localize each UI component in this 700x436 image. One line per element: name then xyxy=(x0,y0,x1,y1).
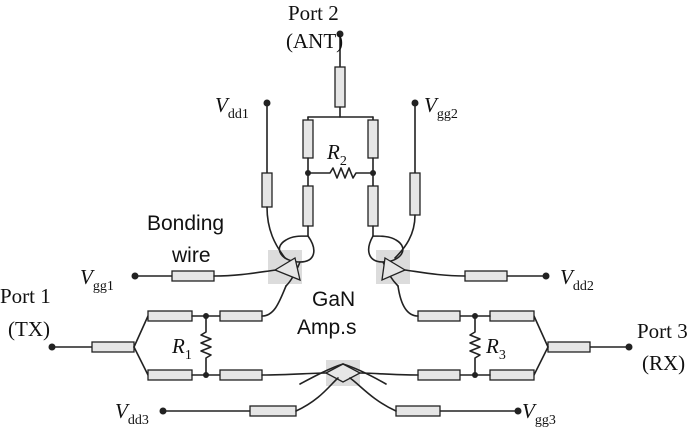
tl-top-left-lower xyxy=(302,185,314,227)
resistor-r1 xyxy=(200,315,212,376)
port3-role: (RX) xyxy=(642,351,685,375)
gan-label-line2: Amp.s xyxy=(297,316,357,339)
bottom-crossing-wires xyxy=(299,363,387,385)
gan-label-line1: GaN xyxy=(312,288,355,311)
label-vgg2: Vgg2 xyxy=(424,93,458,122)
label-r1: R1 xyxy=(171,334,192,363)
resistor-r2 xyxy=(307,167,374,179)
tl-top-right-lower xyxy=(367,185,379,227)
port1-role: (TX) xyxy=(8,317,50,341)
label-vgg1: Vgg1 xyxy=(80,265,114,294)
tl-port2-feed xyxy=(334,66,346,108)
labels: Port 2 (ANT) Port 1 (TX) Port 3 (RX) Vdd… xyxy=(0,1,688,428)
amp-left xyxy=(273,256,301,282)
label-vdd1: Vdd1 xyxy=(215,93,249,122)
vgg2-bias xyxy=(394,99,421,259)
port1-network xyxy=(48,285,327,381)
vdd3-bias xyxy=(159,377,339,417)
amp-right xyxy=(381,256,407,282)
tl-port1-feed xyxy=(91,341,135,353)
vgg1-bias xyxy=(131,269,277,282)
vdd1-bias xyxy=(261,99,286,259)
label-vdd2: Vdd2 xyxy=(560,265,594,294)
tl-top-right-upper xyxy=(367,119,379,159)
port2-role: (ANT) xyxy=(286,29,343,53)
resistor-r3 xyxy=(469,315,481,376)
port1-name: Port 1 xyxy=(0,284,51,308)
label-r3: R3 xyxy=(485,334,506,363)
port3-network xyxy=(359,285,633,381)
tl-top-left-upper xyxy=(302,119,314,159)
label-vdd3: Vdd3 xyxy=(115,399,149,428)
port2-name: Port 2 xyxy=(288,1,339,25)
bonding-label-line1: Bonding xyxy=(147,212,224,235)
vdd2-bias xyxy=(404,269,550,282)
port3-name: Port 3 xyxy=(637,319,688,343)
amp-symbols xyxy=(273,256,407,383)
tl-port3-feed xyxy=(547,341,591,353)
bonding-label-line2: wire xyxy=(171,244,211,267)
port2-network xyxy=(302,30,379,237)
vgg3-bias xyxy=(349,377,522,417)
label-vgg3: Vgg3 xyxy=(522,399,556,428)
label-r2: R2 xyxy=(326,140,347,169)
